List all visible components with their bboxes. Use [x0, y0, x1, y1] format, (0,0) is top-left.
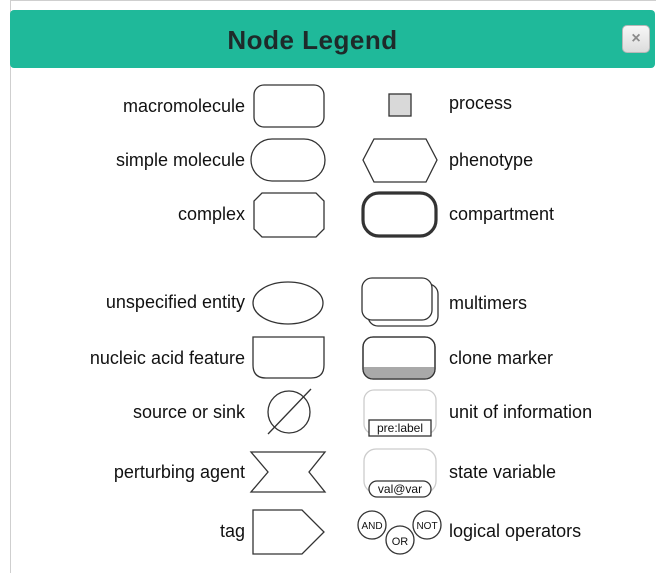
not-operator-text: NOT [416, 521, 437, 532]
unit-of-information-text: pre:label [377, 421, 423, 435]
legend-label-logical-operators: logical operators [449, 521, 582, 541]
legend-label-complex: complex [177, 204, 245, 224]
or-operator-text: OR [392, 536, 409, 548]
legend-label-source-or-sink: source or sink [132, 402, 245, 422]
node-legend-dialog [10, 0, 656, 573]
legend-label-macromolecule: macromolecule [122, 96, 245, 116]
unit-of-information-glyph [363, 389, 437, 437]
unspecified-entity-glyph [252, 281, 324, 325]
and-operator-text: AND [361, 521, 382, 532]
state-variable-glyph [363, 448, 437, 498]
legend-label-compartment: compartment [449, 204, 555, 224]
source-or-sink-glyph [267, 388, 312, 435]
dialog-header: Node Legend × [10, 10, 655, 68]
multimer-glyph [361, 277, 439, 327]
clone-marker-glyph [362, 336, 436, 380]
perturbing-agent-glyph [249, 451, 327, 493]
legend-label-process: process [449, 93, 513, 113]
legend-label-simple-molecule: simple molecule [115, 150, 245, 170]
legend-label-clone-marker: clone marker [449, 348, 554, 368]
legend-label-perturbing-agent: perturbing agent [113, 462, 245, 482]
compartment-glyph [361, 191, 438, 238]
complex-glyph [253, 192, 325, 238]
legend-label-multimers: multimers [449, 293, 528, 313]
simple-molecule-glyph [250, 138, 326, 182]
logical-operators-glyph [357, 510, 442, 555]
process-glyph [388, 93, 412, 117]
legend-label-nucleic-acid-feature: nucleic acid feature [89, 348, 245, 368]
phenotype-glyph [362, 138, 438, 183]
legend-label-phenotype: phenotype [449, 150, 534, 170]
close-button[interactable]: × [622, 25, 650, 53]
macromolecule-glyph [253, 84, 325, 128]
state-variable-text: val@var [378, 482, 422, 496]
legend-label-tag: tag [219, 521, 245, 541]
nucleic-acid-feature-glyph [252, 336, 325, 379]
legend-label-state-variable: state variable [449, 462, 557, 482]
tag-glyph [252, 509, 325, 555]
dialog-title: Node Legend [227, 25, 398, 55]
legend-label-unspecified-entity: unspecified entity [105, 292, 245, 312]
close-icon: × [631, 30, 641, 47]
legend-label-unit-of-information: unit of information [449, 402, 593, 422]
